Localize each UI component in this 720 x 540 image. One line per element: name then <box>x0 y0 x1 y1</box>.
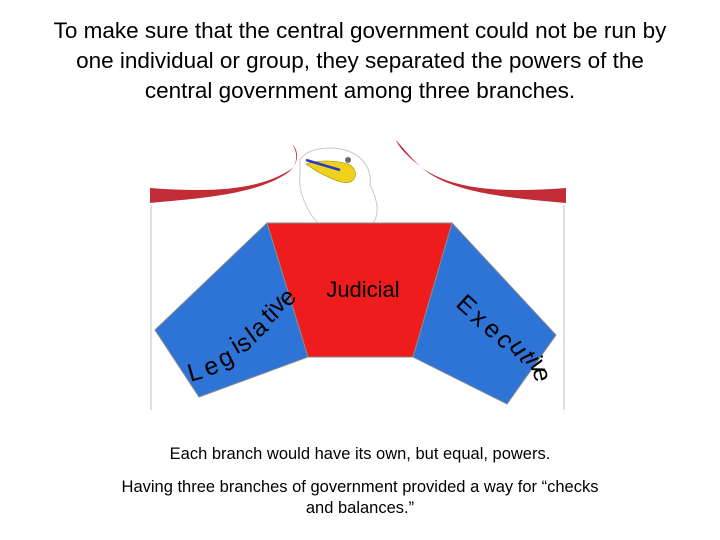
executive-branch <box>412 222 557 405</box>
caption-checks-balances: Having three branches of government prov… <box>30 477 690 519</box>
title-line-2: one individual or group, they separated … <box>76 48 644 73</box>
page-title: To make sure that the central government… <box>10 16 710 106</box>
legislative-branch <box>154 222 309 398</box>
eagle-beak-line <box>305 158 341 172</box>
caption-line: and balances.” <box>305 499 415 517</box>
title-line-3: central government among three branches. <box>144 78 576 103</box>
eagle-head <box>299 147 378 226</box>
eagle-right-wing <box>396 140 566 203</box>
caption-equal-powers: Each branch would have its own, but equa… <box>169 445 551 463</box>
title-line-1: To make sure that the central government… <box>53 18 667 43</box>
caption-line: Having three branches of government prov… <box>121 478 599 496</box>
judicial-label: Judicial <box>326 277 399 302</box>
eagle-eye <box>345 157 351 163</box>
eagle-left-wing <box>150 144 298 203</box>
eagle-beak <box>305 160 356 183</box>
executive-letter: e <box>527 365 557 384</box>
eagle-icon <box>150 140 566 226</box>
